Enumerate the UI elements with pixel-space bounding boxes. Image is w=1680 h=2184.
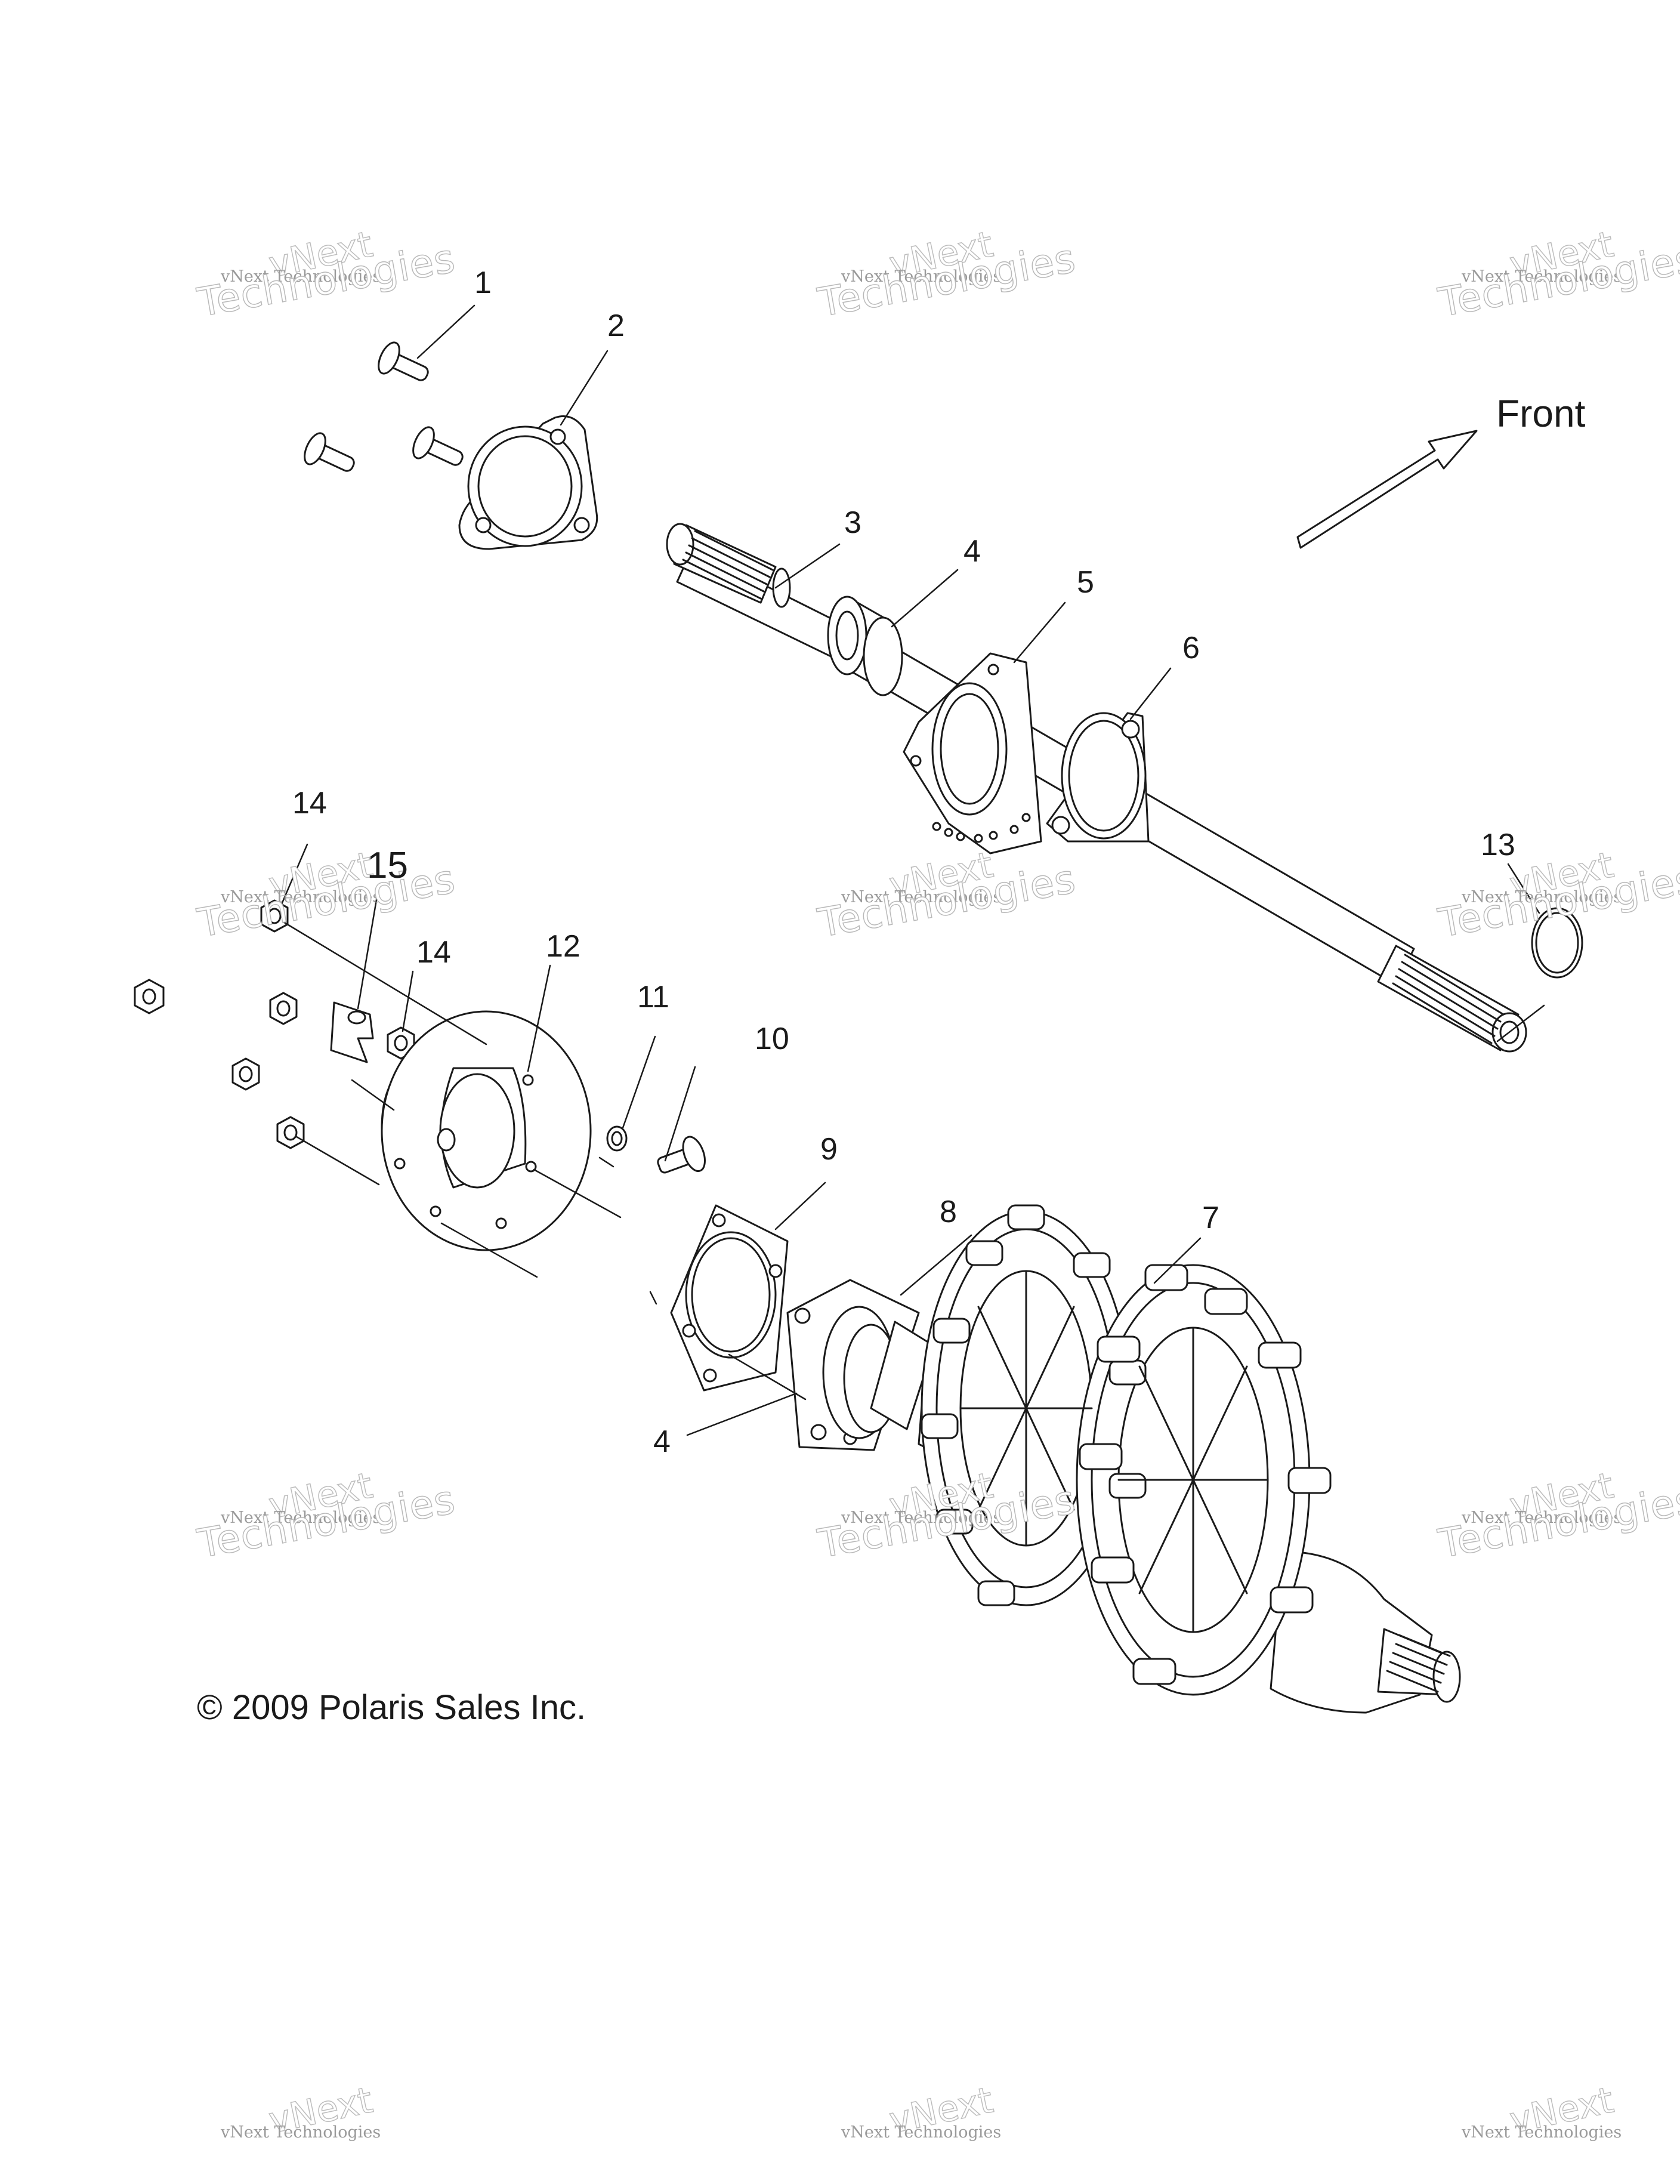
callout-15: 15	[367, 845, 408, 886]
callout-3: 3	[844, 505, 861, 540]
callout-11: 11	[637, 980, 669, 1014]
washer-part-11	[606, 1125, 628, 1152]
callout-14-upper: 14	[292, 786, 327, 820]
drive-sprocket-part-7	[918, 1204, 1461, 1714]
pin-part-10	[657, 1136, 706, 1174]
callout-13: 13	[1481, 828, 1515, 862]
callout-1: 1	[474, 266, 492, 300]
callout-10: 10	[755, 1022, 789, 1056]
callout-5: 5	[1077, 565, 1094, 600]
gasket-part-6	[1046, 712, 1150, 843]
bearing-housing-part-8	[786, 1279, 935, 1451]
callout-7: 7	[1202, 1201, 1219, 1235]
rivet-part-1	[304, 341, 464, 472]
callout-2: 2	[607, 309, 625, 343]
callout-12: 12	[546, 929, 580, 964]
callout-14-lower: 14	[416, 935, 451, 970]
front-arrow	[1296, 430, 1478, 549]
front-direction-label: Front	[1496, 392, 1586, 435]
callout-8: 8	[940, 1195, 957, 1229]
callout-9: 9	[820, 1132, 838, 1167]
snap-ring-part-13	[1531, 907, 1583, 979]
bearing-flange-part-2	[458, 415, 598, 550]
housing-disc-part-12	[381, 1010, 592, 1251]
copyright-notice: © 2009 Polaris Sales Inc.	[197, 1688, 586, 1727]
parts-diagram: vNext vNext Technologies Technologies vN…	[134, 223, 1680, 2142]
bearing-part-4-upper	[827, 596, 903, 696]
gasket-part-9	[670, 1204, 789, 1392]
nuts-part-14	[134, 899, 415, 1149]
bearing-housing-part-5	[903, 652, 1042, 855]
callout-4-upper: 4	[963, 534, 981, 569]
clip-part-15	[330, 1001, 374, 1063]
diagram-drawing	[134, 304, 1583, 1714]
callout-4-lower: 4	[653, 1424, 671, 1459]
callout-6: 6	[1182, 631, 1200, 665]
